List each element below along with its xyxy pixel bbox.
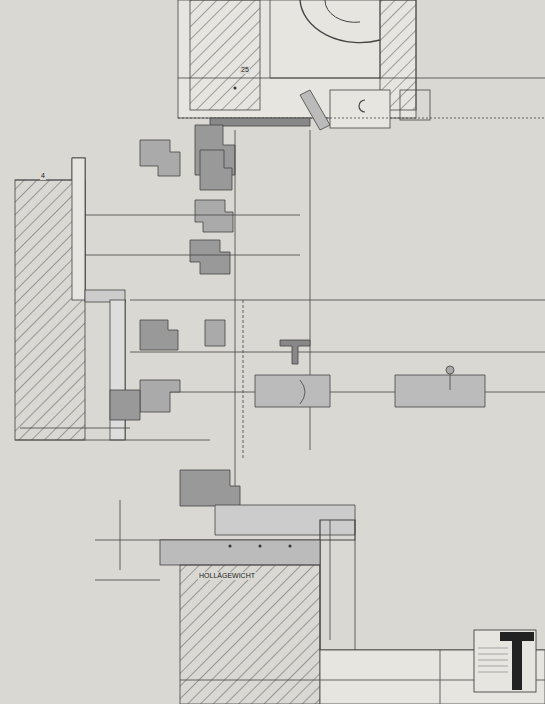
dimension-number: 25 xyxy=(240,66,250,74)
material-label: HOLLÄGEWICHT xyxy=(198,572,256,580)
dimension-number: 4 xyxy=(40,172,46,180)
title-block xyxy=(474,630,536,692)
